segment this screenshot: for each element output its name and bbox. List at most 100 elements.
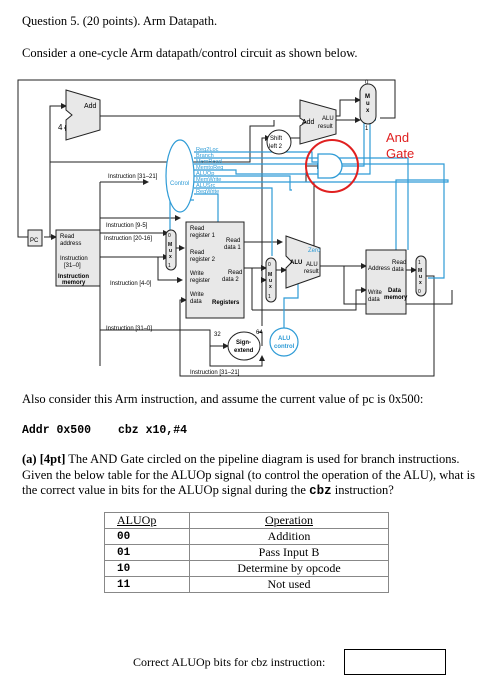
control-signal-label: RegWrite	[196, 189, 219, 195]
table-row: 00 Addition	[104, 528, 389, 545]
dm-read-a: Read	[392, 260, 406, 266]
instruction-address: Addr 0x500	[22, 424, 92, 437]
table-row: 11 Not used	[104, 576, 389, 593]
pc-mux-m: M	[365, 94, 370, 100]
instruction-code: cbz x10,#4	[118, 424, 188, 437]
datapath-diagram: And Gate Add 4 Add ALU result Shift left…	[17, 79, 453, 377]
question-intro: Consider a one-cycle Arm datapath/contro…	[22, 46, 358, 60]
control-signal-label: ALUSrc	[196, 183, 215, 189]
alu-mux-0: 0	[268, 262, 271, 268]
reg-mux-m: M	[168, 242, 172, 248]
shift-left-label-1: Shift	[270, 136, 282, 142]
alu-mux-1: 1	[268, 294, 271, 300]
control-signal-label: ALUOp	[196, 171, 214, 177]
answer-label: Correct ALUOp bits for cbz instruction:	[133, 655, 326, 669]
part-a-question: (a) [4pt] The AND Gate circled on the pi…	[22, 452, 484, 500]
reg-mux-0: 0	[168, 233, 171, 239]
reg-d1a: Read	[226, 238, 240, 244]
instr-31-0-bottom: Instruction [31–0]	[106, 326, 152, 332]
alu-res-b: result	[304, 269, 319, 275]
sign-64: 64	[256, 330, 263, 336]
sign-b: extend	[234, 348, 254, 354]
branch-adder-result-1: ALU	[322, 116, 334, 122]
control-signal-label: Branch	[196, 153, 214, 159]
part-a-text: The AND Gate circled on the pipeline dia…	[22, 452, 476, 497]
and-gate-label-2: Gate	[386, 146, 414, 161]
reg-r1b: register 1	[190, 233, 216, 239]
alusrc-mux	[265, 257, 277, 303]
alu-label: ALU	[290, 260, 302, 266]
reg-d2a: Read	[228, 270, 242, 276]
alu-mux-x: x	[269, 284, 272, 290]
instr-31-21-label: Instruction [31–21]	[108, 174, 158, 180]
control-signals: Reg2LocBranchMemReadMemtoRegALUOpMemWrit…	[196, 147, 223, 195]
alu-zero: Zero	[308, 248, 321, 254]
context-text: Also consider this Arm instruction, and …	[22, 392, 424, 406]
control-label: Control	[170, 181, 189, 187]
dm-data-a: Data	[388, 288, 402, 294]
reg-wb: register	[190, 278, 210, 284]
table-cell: Addition	[189, 528, 389, 545]
reg-wdb: data	[190, 299, 202, 305]
dm-data-b: memory	[384, 295, 408, 301]
control-signal-label: Reg2Loc	[196, 147, 219, 153]
pc-adder-label: Add	[84, 103, 97, 110]
table-row: 01 Pass Input B	[104, 544, 389, 561]
reg-r2b: register 2	[190, 257, 216, 263]
main-alu	[285, 235, 321, 289]
answer-input[interactable]	[344, 649, 446, 675]
reg2loc-mux	[165, 229, 177, 271]
branch-adder-label: Add	[302, 119, 315, 126]
control-signal-label: MemWrite	[196, 177, 221, 183]
table-cell: Not used	[189, 576, 389, 593]
table-cell: 00	[104, 528, 190, 545]
branch-adder	[299, 99, 337, 145]
branch-adder-result-2: result	[318, 124, 333, 130]
dm-write-a: Write	[368, 290, 383, 296]
reg-r2a: Read	[190, 250, 204, 256]
instr-20-16: Instruction [20-16]	[104, 236, 152, 242]
question-title: Question 5. (20 points). Arm Datapath.	[22, 14, 218, 28]
reg-mux-1: 1	[168, 263, 171, 269]
table-cell: Pass Input B	[189, 544, 389, 561]
part-a-label: (a) [4pt]	[22, 452, 66, 466]
shift-left-2	[266, 129, 292, 155]
pc-mux-u: u	[366, 101, 370, 107]
control-signal-label: MemRead	[196, 159, 222, 165]
dm-address: Address	[368, 266, 390, 272]
instr-31-21-bottom: Instruction [31–21]	[190, 370, 240, 376]
pc-adder	[65, 89, 101, 141]
instr-4-0: Instruction [4-0]	[110, 281, 152, 287]
table-cell: 01	[104, 544, 190, 561]
table-header: ALUOp	[104, 512, 190, 529]
table-header-row: ALUOp Operation	[104, 512, 389, 529]
pc-mux-x: x	[366, 108, 370, 114]
im-read-2: address	[60, 241, 81, 247]
reg-title: Registers	[212, 300, 240, 306]
im-instr-2: [31–0]	[64, 263, 81, 269]
four-constant: 4	[58, 123, 63, 132]
pc-register	[27, 229, 43, 247]
alu-mux-m: M	[268, 272, 272, 278]
pc-mux	[359, 83, 377, 125]
reg-mux-x: x	[169, 254, 172, 260]
table-cell: Determine by opcode	[189, 560, 389, 577]
part-a-text-end: instruction?	[331, 483, 394, 497]
reg-wda: Write	[190, 292, 205, 298]
memtoreg-mux	[415, 255, 427, 297]
table-row: 10 Determine by opcode	[104, 560, 389, 577]
sign-a: Sign-	[236, 340, 251, 346]
table-cell: 11	[104, 576, 190, 593]
reg-wa: Write	[190, 271, 205, 277]
control-unit	[165, 139, 195, 213]
alu-control	[269, 327, 299, 357]
alu-res-a: ALU	[306, 262, 318, 268]
data-memory	[365, 249, 407, 315]
control-signal-label: MemtoReg	[196, 165, 223, 171]
mem-mux-1: 1	[418, 260, 421, 266]
im-read-1: Read	[60, 234, 74, 240]
im-label-2: memory	[62, 280, 86, 286]
part-a-code: cbz	[309, 484, 332, 498]
im-instr-1: Instruction	[60, 256, 88, 262]
reg-d2b: data 2	[222, 277, 239, 283]
